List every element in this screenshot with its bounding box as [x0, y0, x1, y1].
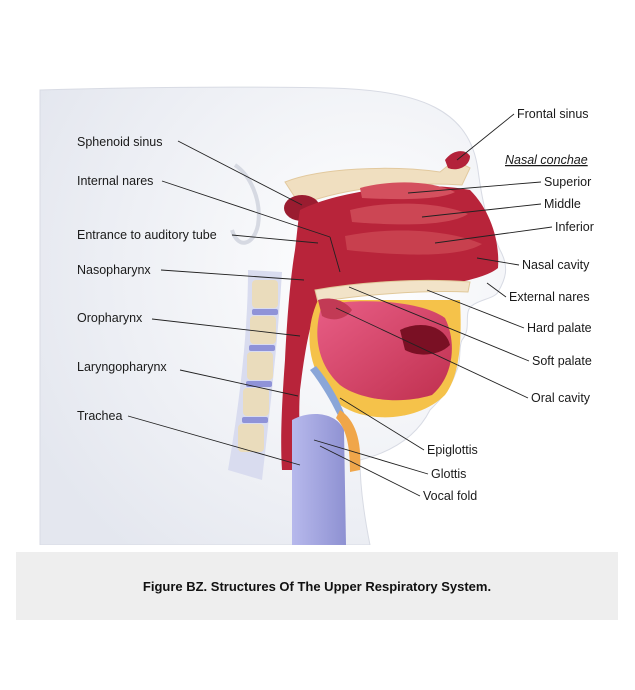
label-oropharynx: Oropharynx — [77, 311, 143, 325]
leader-trachea — [127, 415, 301, 466]
epiglottis-shape — [310, 366, 346, 420]
labels: Frontal sinus Sphenoid sinus Nasal conch… — [77, 107, 594, 503]
cervical-spine — [228, 270, 282, 480]
leader-external-nares — [486, 282, 507, 298]
label-nasal-conchae: Nasal conchae — [505, 153, 588, 167]
label-glottis: Glottis — [431, 467, 466, 481]
label-nasopharynx: Nasopharynx — [77, 263, 151, 277]
nasal-conchae — [345, 182, 482, 255]
leader-frontal-sinus — [456, 113, 515, 161]
leader-glottis — [313, 439, 429, 475]
label-middle: Middle — [544, 197, 581, 211]
oral-cavity-shape — [400, 325, 450, 355]
leader-internal-nares-b — [329, 236, 341, 273]
leader-auditory-tube — [231, 234, 319, 244]
leader-hard-palate — [426, 289, 525, 329]
leader-laryngopharynx — [179, 369, 299, 397]
figure-caption: Figure BZ. Structures Of The Upper Respi… — [142, 578, 492, 594]
label-frontal-sinus: Frontal sinus — [517, 107, 589, 121]
label-auditory-tube: Entrance to auditory tube — [77, 228, 217, 242]
cranial-bone — [284, 159, 471, 206]
leader-oral-cavity — [335, 307, 529, 399]
caption-box: Figure BZ. Structures Of The Upper Respi… — [16, 552, 618, 620]
leader-superior — [407, 181, 542, 194]
leader-middle — [421, 203, 542, 218]
label-external-nares: External nares — [509, 290, 590, 304]
leader-nasal-cavity — [476, 257, 520, 266]
label-soft-palate: Soft palate — [532, 354, 592, 368]
anatomy-figure: Frontal sinus Sphenoid sinus Nasal conch… — [39, 86, 594, 545]
trachea-shape — [292, 414, 346, 545]
leader-internal-nares — [161, 180, 331, 238]
leader-vocal-fold — [319, 445, 421, 497]
thyroid-cartilage — [336, 410, 361, 472]
leader-lines — [127, 113, 553, 497]
label-trachea: Trachea — [77, 409, 122, 423]
label-hard-palate: Hard palate — [527, 321, 592, 335]
label-internal-nares: Internal nares — [77, 174, 153, 188]
leader-sphenoid-sinus — [177, 140, 303, 206]
leader-oropharynx — [151, 318, 301, 337]
hard-palate-shape — [314, 279, 471, 303]
label-sphenoid-sinus: Sphenoid sinus — [77, 135, 162, 149]
label-vocal-fold: Vocal fold — [423, 489, 477, 503]
soft-palate-shape — [318, 298, 352, 320]
label-inferior: Inferior — [555, 220, 594, 234]
label-superior: Superior — [544, 175, 591, 189]
leader-inferior — [434, 226, 553, 244]
label-nasal-cavity: Nasal cavity — [522, 258, 590, 272]
label-epiglottis: Epiglottis — [427, 443, 478, 457]
leader-nasopharynx — [160, 269, 305, 281]
label-laryngopharynx: Laryngopharynx — [77, 360, 167, 374]
label-oral-cavity: Oral cavity — [531, 391, 591, 405]
leader-epiglottis — [339, 397, 425, 451]
leader-soft-palate — [348, 286, 530, 362]
